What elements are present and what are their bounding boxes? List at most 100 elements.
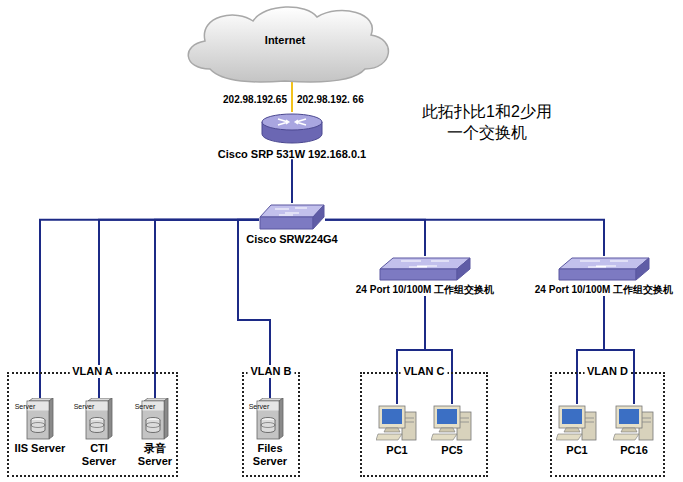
drawing-part (313, 205, 324, 229)
device-label: PC1 (555, 444, 599, 457)
server-node: Files Server Server (248, 398, 292, 468)
switch-icon (558, 256, 650, 282)
drawing-part (279, 398, 283, 439)
drawing-part (260, 217, 313, 229)
device-label: Cisco SRP 531W 192.168.0.1 (207, 148, 377, 161)
drawing-part (275, 208, 307, 215)
drawing-part (439, 428, 455, 432)
drawing-part (564, 428, 580, 432)
drawing-part (108, 398, 112, 439)
group-title: VLAN B (248, 365, 295, 378)
vlan-group: VLAN AIIS ServerServerCTI ServerServer录音… (7, 372, 178, 477)
drawing-part (616, 406, 642, 428)
router-icon (260, 112, 324, 146)
drawing-part (642, 418, 651, 422)
drawing-part (376, 434, 402, 440)
network-link (325, 220, 425, 256)
vlan-group: VLAN DPC1PC16 (550, 372, 665, 477)
pc-node: PC16 (612, 404, 656, 457)
device-label: 录音 Server (134, 442, 176, 468)
drawing-part (562, 409, 582, 424)
icon-caption: Server (14, 403, 36, 411)
pc-icon (613, 404, 655, 442)
drawing-part (437, 409, 457, 424)
ip-address: 202.98.192. 66 (297, 93, 389, 106)
device-label: Files Server (248, 442, 292, 468)
vlan-group: VLAN CPC1PC5 (360, 372, 488, 477)
router-node: Cisco SRP 531W 192.168.0.1 (207, 112, 377, 161)
drawing-part (405, 418, 414, 422)
drawing-part (559, 406, 585, 428)
drawing-part (286, 120, 298, 124)
drawing-part (31, 423, 45, 428)
drawing-part (559, 258, 649, 269)
drawing-part (384, 428, 400, 432)
device-label: 24 Port 10/100M 工作组交换机 (345, 284, 505, 296)
network-link (425, 296, 452, 404)
cloud-label: Internet (175, 3, 395, 47)
group-title: VLAN A (69, 365, 116, 378)
drawing-part (146, 420, 160, 433)
drawing-part (401, 261, 449, 267)
device-label: CTI Server (73, 442, 125, 468)
drawing-part (261, 423, 275, 428)
drawing-part (460, 418, 469, 422)
drawing-part (580, 261, 628, 267)
group-title: VLAN C (401, 365, 448, 378)
network-link (604, 296, 634, 404)
drawing-part (585, 418, 594, 422)
icon-caption: Server (248, 403, 270, 411)
pc-icon (431, 404, 473, 442)
drawing-part (278, 119, 306, 125)
sw-node: Cisco SRW224G4 (244, 203, 340, 246)
pc-node: PC5 (428, 404, 476, 457)
icon-caption: Server (134, 403, 156, 411)
pc-icon (376, 404, 418, 442)
wan-link (291, 81, 293, 112)
drawing-part (380, 269, 457, 280)
drawing-part (379, 406, 405, 428)
network-link (577, 296, 604, 404)
drawing-part (382, 409, 402, 424)
pc-icon (556, 404, 598, 442)
vlan-group: VLAN BFiles ServerServer (242, 372, 300, 477)
group-title: VLAN D (584, 365, 631, 378)
drawing-part (380, 258, 470, 269)
pc-node: PC1 (555, 404, 599, 457)
drawing-part (636, 258, 649, 280)
ip-address: 202.98.192.65 (196, 93, 287, 106)
network-link (291, 159, 293, 203)
server-node: CTI Server Server (73, 398, 125, 468)
swsmall-node: 24 Port 10/100M 工作组交换机 (529, 256, 679, 296)
server-node: IIS Server Server (14, 398, 66, 455)
device-label: Cisco SRW224G4 (244, 233, 340, 246)
drawing-part (262, 114, 322, 130)
drawing-part (146, 423, 160, 428)
drawing-part (90, 420, 104, 433)
note-text: 此拓扑比1和2少用 一个交换机 (412, 102, 562, 144)
network-link (325, 220, 604, 256)
device-label: PC5 (428, 444, 476, 457)
device-label: PC16 (612, 444, 656, 457)
pc-node: PC1 (373, 404, 421, 457)
drawing-part (261, 420, 275, 433)
drawing-part (431, 434, 457, 440)
device-label: IIS Server (14, 442, 66, 455)
switch-icon (379, 256, 471, 282)
drawing-part (556, 434, 582, 440)
icon-caption: Server (73, 403, 95, 411)
server-node: 录音 Server Server (134, 398, 176, 468)
device-label: PC1 (373, 444, 421, 457)
drawing-part (31, 420, 45, 433)
drawing-part (619, 409, 639, 424)
drawing-part (90, 423, 104, 428)
cloud-node: Internet (175, 3, 395, 83)
drawing-part (49, 398, 53, 439)
swsmall-node: 24 Port 10/100M 工作组交换机 (345, 256, 505, 296)
device-label: 24 Port 10/100M 工作组交换机 (529, 284, 679, 296)
network-link (397, 296, 425, 404)
drawing-part (613, 434, 639, 440)
drawing-part (621, 428, 637, 432)
